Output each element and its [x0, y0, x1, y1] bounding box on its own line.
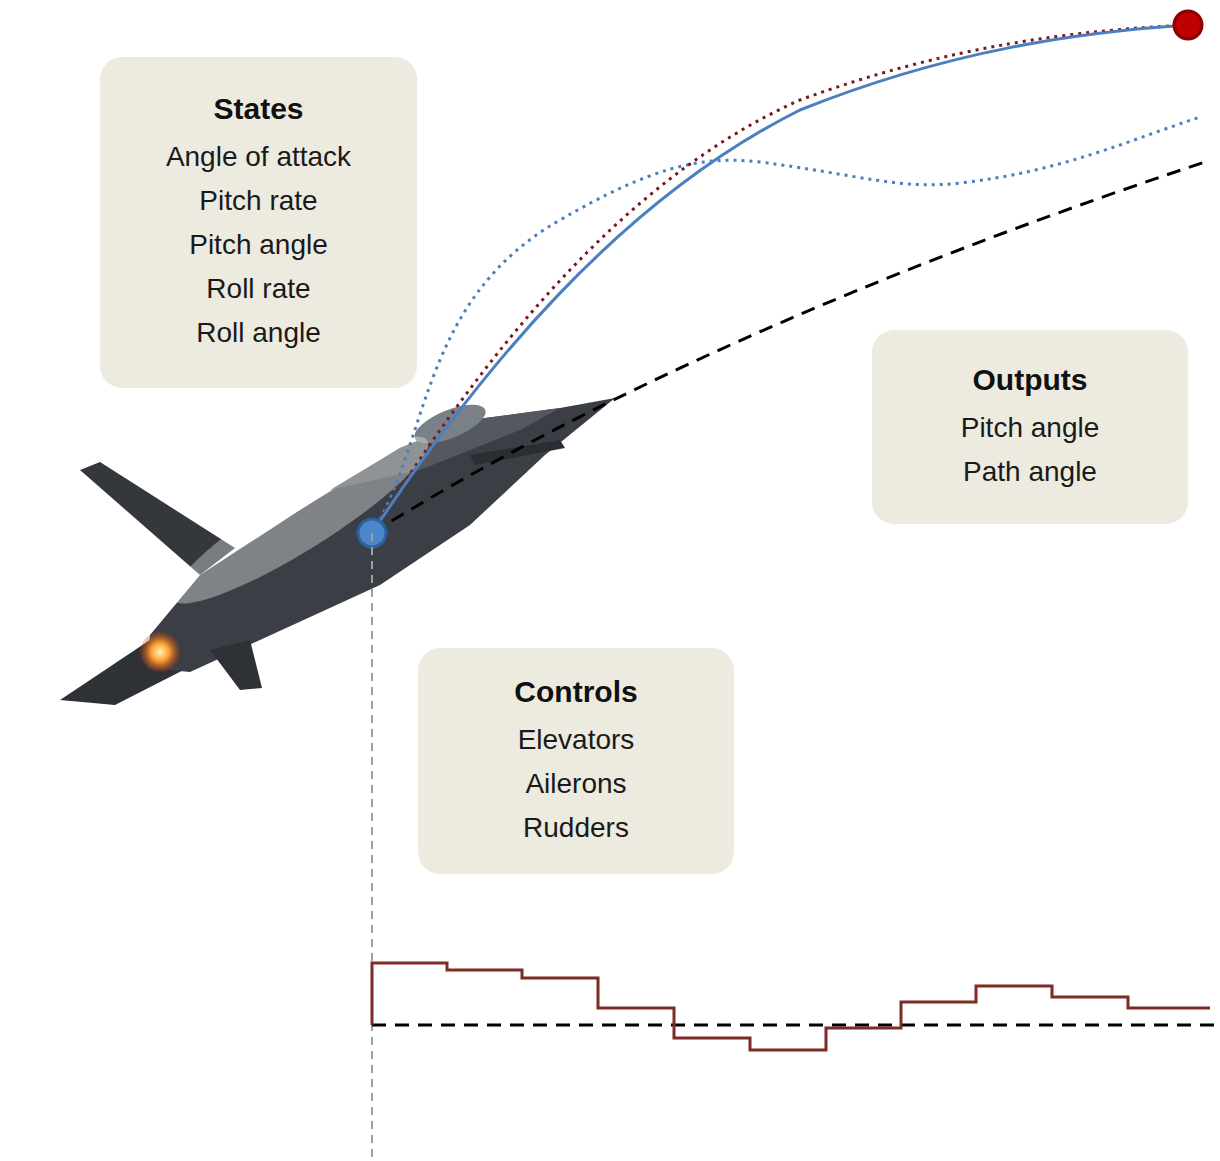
- jet-fuselage: [148, 398, 615, 672]
- optimal-path: [372, 25, 1188, 533]
- predicted-path: [372, 117, 1200, 533]
- control-baseline: [372, 1024, 1220, 1027]
- target-path: [372, 25, 1188, 533]
- box-heading: Outputs: [890, 360, 1170, 400]
- reference-path: [372, 162, 1205, 533]
- control-signal: [372, 963, 1210, 1050]
- box-item: Pitch angle: [890, 406, 1170, 450]
- info-box: StatesAngle of attackPitch ratePitch ang…: [100, 57, 417, 388]
- box-item: Ailerons: [436, 762, 716, 806]
- info-box: ControlsElevatorsAileronsRudders: [418, 648, 734, 874]
- time-marker: [371, 533, 373, 1161]
- box-item: Pitch angle: [118, 223, 399, 267]
- jet-exhaust: [140, 632, 180, 672]
- box-heading: Controls: [436, 672, 716, 712]
- jet-vapour: [157, 415, 443, 625]
- box-item: Rudders: [436, 806, 716, 850]
- box-item: Elevators: [436, 718, 716, 762]
- target-dot: [1174, 11, 1202, 39]
- jet-stabilizer: [210, 640, 262, 690]
- box-heading: States: [118, 89, 399, 129]
- box-item: Path angle: [890, 450, 1170, 494]
- info-box: OutputsPitch anglePath angle: [872, 330, 1188, 524]
- jet-missile: [470, 440, 565, 465]
- box-item: Roll angle: [118, 311, 399, 355]
- box-item: Pitch rate: [118, 179, 399, 223]
- box-item: Angle of attack: [118, 135, 399, 179]
- box-item: Roll rate: [118, 267, 399, 311]
